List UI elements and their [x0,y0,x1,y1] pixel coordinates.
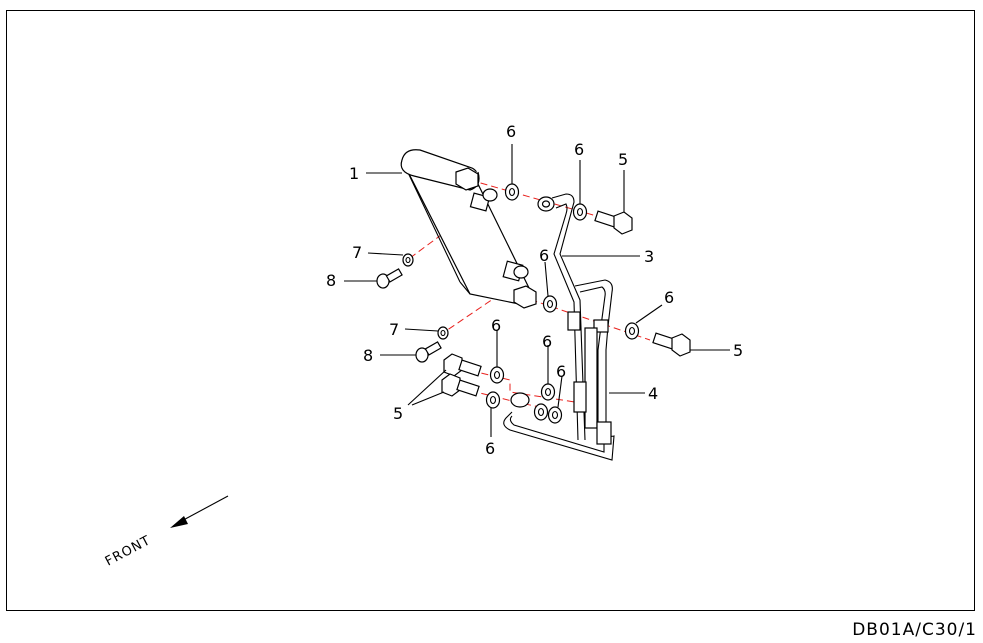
screws [376,268,442,363]
callout-3: 3 [644,247,654,266]
callout-8-lower: 8 [363,346,373,365]
callout-6-e: 6 [491,316,501,335]
callout-6-b: 6 [574,140,584,159]
callout-labels: 1 3 4 5 5 5 6 6 6 6 6 6 6 6 7 7 8 8 [326,122,743,458]
upper-pipe [537,193,586,441]
callout-7-lower: 7 [389,320,399,339]
drawing-code: DB01A/C30/1 [852,620,977,640]
front-arrowhead-icon [170,516,188,528]
callout-5-upper: 5 [618,150,628,169]
front-label: FRONT [103,533,154,569]
callout-6-c: 6 [539,246,549,265]
callout-6-d: 6 [664,288,674,307]
callout-6-f: 6 [542,332,552,351]
callout-6-h: 6 [485,439,495,458]
callout-6-g: 6 [556,362,566,381]
lower-pipe [503,279,615,461]
drawing-frame [6,10,975,611]
o-rings [402,253,449,340]
callout-5-right: 5 [733,341,743,360]
callout-6-a: 6 [506,122,516,141]
callout-5-lower-left: 5 [393,404,403,423]
callout-7-upper: 7 [352,243,362,262]
callout-8-upper: 8 [326,271,336,290]
banjo-bolts [441,210,691,397]
front-direction-indicator: FRONT [103,495,229,570]
callout-1: 1 [349,164,359,183]
leader-lines [344,144,730,437]
callout-4: 4 [648,384,658,403]
cooler-block [400,149,537,309]
